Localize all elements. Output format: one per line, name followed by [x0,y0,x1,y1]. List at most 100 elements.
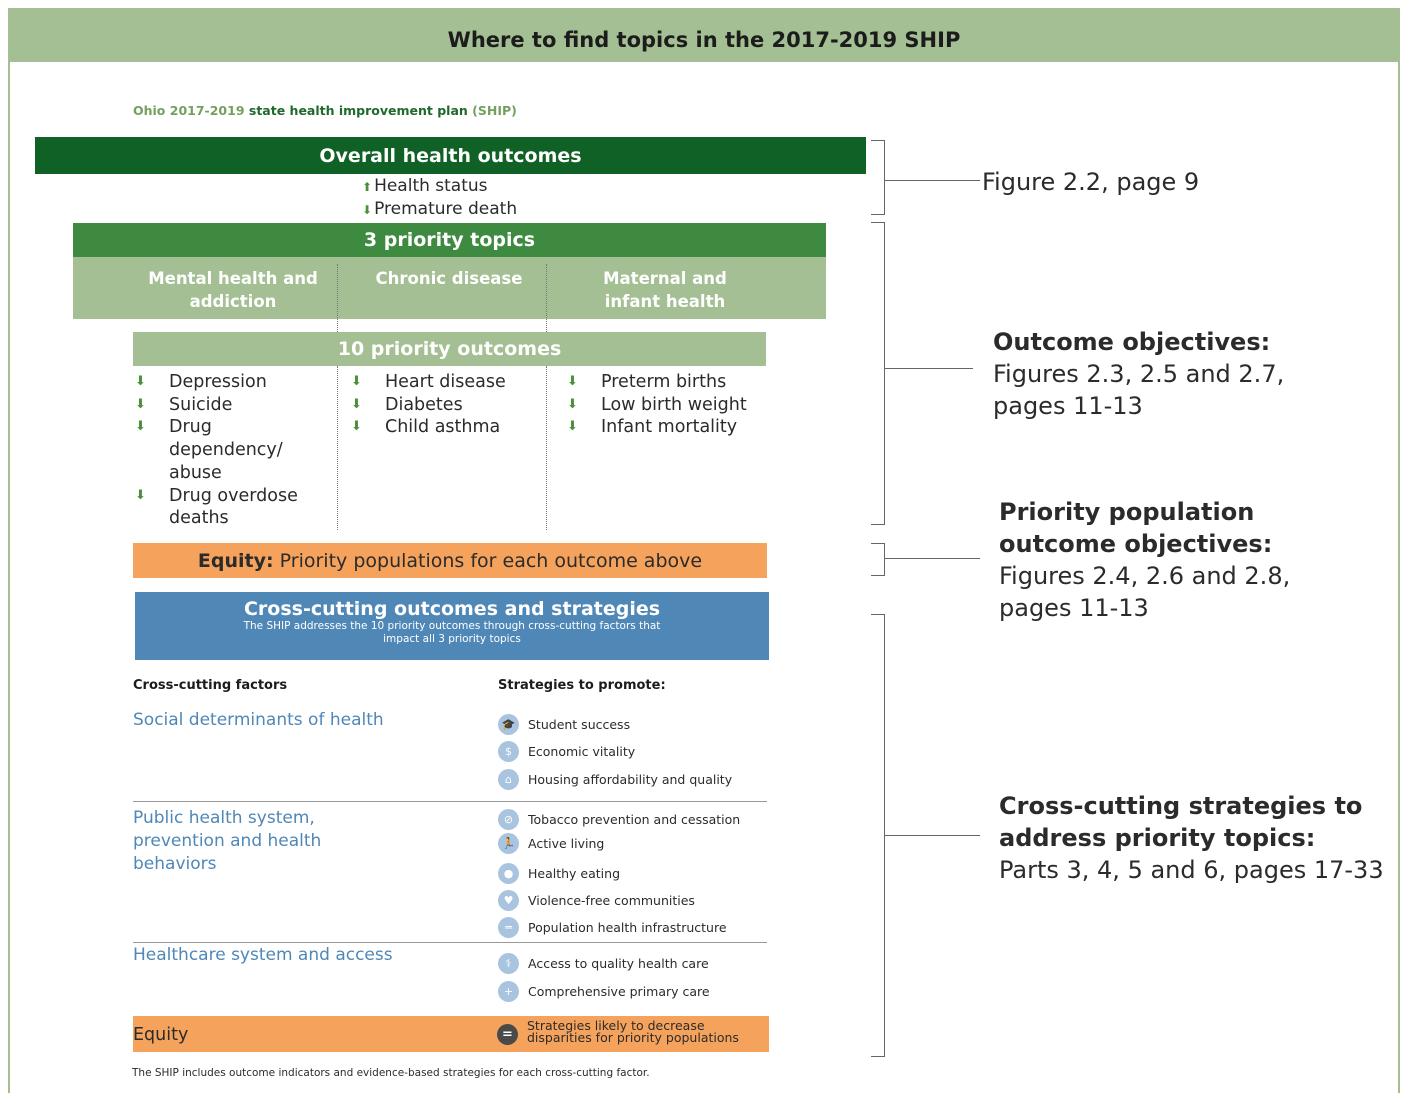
reference-figure-2-2: Figure 2.2, page 9 [982,166,1199,198]
down-arrow-icon: ⬇ [567,419,578,435]
column-divider [546,366,547,530]
apple-icon: ● [498,862,519,884]
strategy-student-success: 🎓 Student success [498,713,630,735]
outcome-label: Child asthma [385,417,501,438]
outcome-label: Heart disease [385,372,506,392]
overall-outcomes-list: ⬆Health status ⬇Premature death [362,175,517,221]
outcome-label: Preterm births [601,372,727,392]
reference-outcome-objectives: Outcome objectives: Figures 2.3, 2.5 and… [993,326,1323,422]
outcome-label: Depression [169,372,267,392]
reference-text: Parts 3, 4, 5 and 6, pages 17-33 [999,856,1384,884]
strategy-economic-vitality: $ Economic vitality [498,740,635,762]
topic-line: Maternal and [603,269,727,288]
equity-text: Priority populations for each outcome ab… [279,549,703,572]
down-arrow-icon: ⬇ [135,374,146,389]
subtitle-part3: (SHIP) [472,103,517,118]
list-item: ⬇ Preterm births [565,371,775,394]
column-divider [337,264,338,332]
strategy-label: Comprehensive primary care [528,983,710,999]
reference-text: Figure 2.2, page 9 [982,168,1200,196]
outcomes-column-chronic: ⬇ Heart disease ⬇ Diabetes ⬇ Child asthma [349,371,544,439]
down-arrow-icon: ⬇ [135,419,146,435]
cross-cutting-subtitle-2: impact all 3 priority topics [383,633,521,645]
strategy-tobacco: ⊘Tobacco prevention and cessation [498,808,740,830]
leader-line [885,368,973,369]
reference-heading: Cross-cutting strategies to address prio… [999,792,1363,852]
strategy-infrastructure: ═Population health infrastructure [498,916,727,938]
topic-line: Mental health and [148,269,318,288]
outcome-label: Infant mortality [601,417,738,438]
leader-line [885,180,980,181]
down-arrow-icon: ⬇ [135,487,146,503]
strategy-housing: ⌂Housing affordability and quality [498,768,732,790]
priority-topics-bar: 3 priority topics [73,223,826,257]
list-item: ⬇ Suicide [133,394,333,417]
factors-header: Cross-cutting factors [133,678,288,693]
footnote: The SHIP includes outcome indicators and… [132,1067,650,1079]
equity-line: Strategies likely to decrease [527,1018,705,1033]
graduation-cap-icon: 🎓 [498,713,519,735]
down-arrow-icon: ⬇ [135,396,146,412]
section-divider [133,801,767,802]
topic-mental-health: Mental health and addiction [133,267,333,313]
bracket-equity [871,543,885,576]
down-arrow-icon: ⬇ [351,419,362,435]
outcome-label: Suicide [169,394,233,415]
list-item: ⬇ Infant mortality [565,416,775,439]
strategy-primary-care: +Comprehensive primary care [498,980,710,1002]
list-item: ⬇ Low birth weight [565,394,775,417]
stethoscope-icon: ⚕ [498,952,519,974]
down-arrow-icon: ⬇ [567,374,578,389]
subtitle-part1: Ohio 2017-2019 [133,103,245,118]
premature-death-label: Premature death [374,199,518,219]
strategy-label: Housing affordability and quality [528,771,733,787]
leader-line [885,835,980,836]
outcomes-column-mental: ⬇ Depression ⬇ Suicide ⬇ Drug dependency/ a… [133,371,333,530]
priority-topics-row: Mental health and addiction Chronic dise… [73,257,826,319]
dollar-icon: $ [498,740,519,762]
factor-healthcare-system: Healthcare system and access [133,945,393,965]
reference-priority-population: Priority population outcome objectives: … [999,496,1329,624]
diagram-subtitle: Ohio 2017-2019 state health improvement … [133,103,517,118]
down-arrow-icon: ⬇ [351,396,362,412]
column-divider [337,366,338,530]
topic-line: infant health [604,292,726,311]
strategy-access-care: ⚕ Access to quality health care [498,952,709,974]
title-banner: Where to find topics in the 2017-2019 SH… [8,8,1400,62]
bracket-cross-cutting [871,614,885,1057]
premature-death-item: ⬇Premature death [362,198,517,221]
section-divider [133,942,767,943]
list-item: ⬇ Diabetes [349,394,544,417]
topic-maternal-infant: Maternal and infant health [565,267,765,313]
reference-text: Figures 2.4, 2.6 and 2.8, pages 11-13 [999,562,1291,622]
down-arrow-icon: ⬇ [362,203,373,217]
reference-heading: Outcome objectives: [993,328,1271,356]
equity-row-text: Strategies likely to decrease disparitie… [527,1018,739,1044]
outcomes-column-maternal: ⬇ Preterm births ⬇ Low birth weight ⬇ Infan… [565,371,775,439]
overall-outcomes-bar: Overall health outcomes [35,137,866,174]
strategy-label: Active living [528,835,605,851]
health-status-label: Health status [374,176,488,196]
cross-cutting-bar: Cross-cutting outcomes and strategies Th… [135,592,769,660]
outcome-label: Drug dependency/ abuse [169,417,283,483]
strategy-active-living: 🏃Active living [498,832,604,854]
topic-chronic-disease: Chronic disease [353,267,545,290]
heart-icon: ♥ [498,889,519,911]
down-arrow-icon: ⬇ [351,374,362,389]
strategy-label: Economic vitality [528,743,636,759]
topic-line: Chronic disease [375,269,523,288]
equity-bar: Equity: Priority populations for each ou… [133,543,767,578]
strategy-violence-free: ♥ Violence-free communities [498,889,695,911]
down-arrow-icon: ⬇ [567,396,578,412]
no-smoking-icon: ⊘ [498,808,519,830]
strategy-label: Access to quality health care [528,955,709,971]
outcome-label: Diabetes [385,394,463,415]
bracket-outcomes [871,222,885,525]
up-arrow-icon: ⬆ [362,180,373,194]
strategy-label: Student success [528,716,631,732]
outcome-label: Low birth weight [601,394,747,415]
subtitle-part2: state health improvement plan [248,103,468,118]
strategy-label: Violence-free communities [528,892,695,908]
factor-public-health-system: Public health system, prevention and hea… [133,808,322,874]
outcome-label: Drug overdose deaths [169,485,298,529]
